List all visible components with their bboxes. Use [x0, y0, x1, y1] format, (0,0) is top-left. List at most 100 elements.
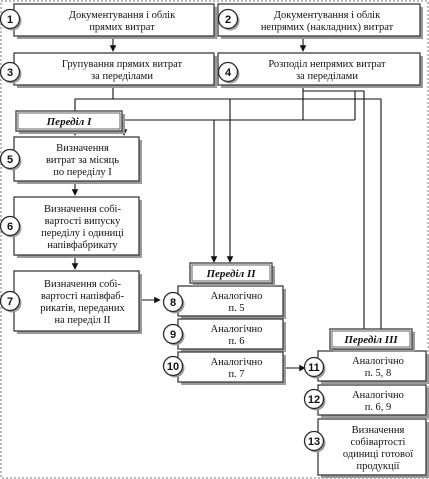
step-number-badge — [303, 388, 325, 410]
step-number: 6 — [7, 221, 13, 233]
box-text-line: переділу і одиниці — [41, 228, 124, 239]
box-frame — [177, 318, 284, 350]
step-number-badge — [217, 61, 239, 83]
step-number: 2 — [225, 14, 231, 26]
box-frame — [217, 3, 421, 37]
section-title: Переділ ІІІ — [343, 334, 398, 346]
section-label-2: Переділ ІІ — [189, 262, 275, 286]
box-text-line: вартості випуску — [45, 216, 121, 227]
step-number: 5 — [7, 154, 13, 166]
step-number-badge — [0, 61, 21, 83]
step-number: 3 — [7, 67, 13, 79]
box-frame — [177, 285, 284, 317]
step-number-badge — [0, 215, 21, 237]
arrow-4-bus — [302, 85, 356, 120]
step-number-badge — [303, 430, 325, 452]
section-frame — [329, 328, 413, 350]
box-text-line: Аналогічно — [211, 291, 263, 302]
box-frame — [317, 418, 427, 476]
step-number-badge — [217, 8, 239, 30]
box-text-line: Визначення — [56, 143, 109, 154]
section-frame — [189, 262, 273, 284]
box-frame — [13, 52, 215, 86]
box-frame — [13, 136, 140, 182]
box-text-line: собівартості — [351, 437, 406, 448]
box-text-line: п. 6 — [228, 336, 244, 347]
box-frame — [13, 3, 215, 37]
section-label-1: Переділ І — [15, 110, 125, 134]
box-frame — [217, 52, 421, 86]
box-text-line: Аналогічно — [211, 357, 263, 368]
box-text-line: Визначення — [352, 425, 405, 436]
box-text-line: Групування прямих витрат — [62, 59, 183, 70]
box-text-line: Розподіл непрямих витрат — [268, 59, 386, 70]
box-text-line: Аналогічно — [352, 390, 404, 401]
step-number-badge — [303, 356, 325, 378]
step-number-badge — [162, 355, 184, 377]
box-text-line: по переділу І — [53, 167, 112, 178]
box-text-line: напівфабрикату — [47, 240, 118, 251]
step-number-badge — [0, 290, 21, 312]
step-number: 9 — [170, 329, 176, 341]
box-text-line: п. 5, 8 — [365, 368, 392, 379]
box-text-line: п. 5 — [228, 303, 244, 314]
step-number: 11 — [308, 362, 320, 374]
box-text-line: вартості напівфаб- — [41, 291, 125, 302]
step-number: 12 — [308, 394, 320, 406]
box-text-line: за переділами — [296, 71, 358, 82]
box-text-line: одиниці готової — [343, 449, 413, 460]
section-label-3: Переділ ІІІ — [329, 328, 415, 352]
step-number: 13 — [308, 436, 320, 448]
step-number: 4 — [225, 67, 232, 79]
step-number: 7 — [7, 296, 13, 308]
process-box-7: Визначення собі-вартості напівфаб-рикаті… — [0, 270, 142, 334]
step-number: 1 — [7, 14, 13, 26]
step-number-badge — [162, 291, 184, 313]
step-number-badge — [0, 148, 21, 170]
box-text-line: Визначення собі- — [44, 279, 121, 290]
box-text-line: п. 6, 9 — [365, 402, 392, 413]
box-text-line: Аналогічно — [211, 324, 263, 335]
box-text-line: непрямих (накладних) витрат — [261, 22, 394, 33]
section-title: Переділ І — [46, 116, 92, 128]
box-text-line: Документування і облік — [274, 10, 381, 21]
section-inner-frame — [17, 112, 121, 130]
step-number-badge — [162, 323, 184, 345]
section-inner-frame — [191, 264, 271, 282]
arrow-3-to-section-3 — [113, 98, 385, 347]
box-text-line: продукції — [357, 461, 400, 472]
box-text-line: Аналогічно — [352, 356, 404, 367]
box-text-line: прямих витрат — [89, 22, 155, 33]
box-text-line: рикатів, переданих — [40, 303, 125, 314]
step-number-badge — [0, 8, 21, 30]
step-number: 10 — [167, 361, 179, 373]
section-labels: Переділ І Переділ ІІ Переділ ІІІ — [15, 110, 415, 352]
box-frame — [177, 351, 284, 383]
box-text-line: витрат за місяць — [46, 155, 119, 166]
box-frame — [13, 270, 140, 332]
section-title: Переділ ІІ — [205, 268, 256, 280]
box-frame — [13, 196, 140, 256]
process-box-6: Визначення собі-вартості випускупереділу… — [0, 196, 142, 258]
box-text-line: на переділ ІІ — [54, 315, 111, 326]
box-text-line: за переділами — [91, 71, 153, 82]
section-inner-frame — [331, 330, 411, 348]
box-text-line: Визначення собі- — [44, 204, 121, 215]
box-text-line: Документування і облік — [69, 10, 176, 21]
step-number: 8 — [170, 297, 176, 309]
